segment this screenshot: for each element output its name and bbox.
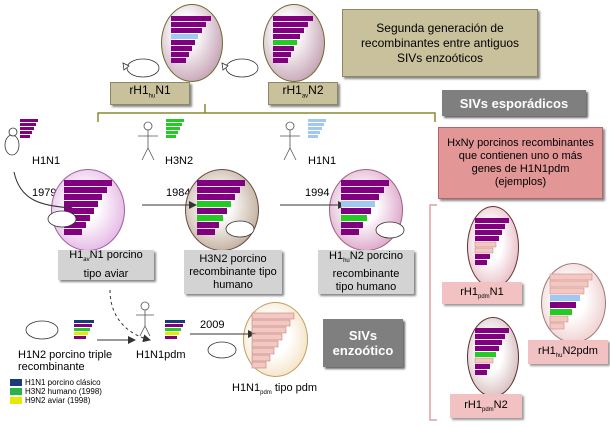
- bars-h3n2: [197, 180, 245, 235]
- sporadic-title: SIVs esporádicos: [442, 90, 586, 116]
- label-rh1hun1: rH1huN1: [110, 82, 190, 105]
- bars-h1avn1: [64, 180, 112, 235]
- pig-icon: [25, 58, 405, 359]
- label-h1hun2: H1huN2 porcino recombinante tipo humano: [318, 250, 414, 294]
- legend-swatch: [10, 379, 22, 386]
- bars-rh1hun2pdm: [549, 273, 593, 330]
- title-text: Segunda generación de recombinantes entr…: [360, 20, 520, 65]
- title-box: Segunda generación de recombinantes entr…: [342, 9, 538, 77]
- legend-swatch: [10, 388, 22, 395]
- label-rh1hun2pdm: rH1huN2pdm: [528, 340, 608, 364]
- bars-h1hun2: [341, 180, 389, 235]
- year-1979: 1979: [32, 187, 57, 199]
- label-rh1pdmn2: rH1pdmN2: [450, 394, 522, 418]
- legend-swatch: [10, 397, 22, 404]
- host-h1n1-left: H1N1: [32, 155, 61, 167]
- stack-h3n2: [166, 119, 184, 138]
- bird-icon: [4, 127, 20, 156]
- stack-h1n1-right: [308, 119, 326, 138]
- hxny-box: HxNy porcinos recombinantes que contiene…: [438, 127, 603, 199]
- bars-rh1hun1: [171, 16, 211, 63]
- label-rh1avn2: rH1avN2: [268, 82, 338, 105]
- arrow-dashed: [109, 289, 151, 343]
- legend-item: H3N2 humano (1998): [10, 387, 102, 396]
- bars-rh1avn2: [273, 16, 313, 63]
- h1n1pdm-tipo-label: H1N1pdm tipo pdm: [232, 382, 318, 397]
- host-h3n2: H3N2: [165, 155, 194, 167]
- legend-item: H9N2 aviar (1998): [10, 396, 102, 405]
- label-h3n2: H3N2 porcino recombinante tipo humano: [184, 250, 282, 294]
- year-2009: 2009: [200, 319, 225, 331]
- year-1994: 1994: [305, 187, 330, 199]
- bars-rh1pdmn2: [474, 328, 509, 375]
- label-h1avn1: H1avN1 porcino tipo aviar: [58, 249, 154, 280]
- year-1984: 1984: [166, 187, 191, 199]
- stack-h1n1-left: [20, 119, 38, 138]
- bars-rh1pdmn1: [474, 218, 509, 265]
- host-h1n1-right: H1N1: [308, 155, 337, 167]
- legend-item: H1N1 porcino clásico: [10, 378, 102, 387]
- triple-label: H1N2 porcino triple recombinante: [18, 349, 113, 373]
- h1n1pdm-label: H1N1pdm: [136, 349, 186, 361]
- arrow-1979: [13, 171, 73, 212]
- right-bracket: [429, 204, 437, 421]
- stack-triple: [74, 320, 94, 339]
- enzootic-title: SIVs enzoótico: [323, 319, 403, 367]
- top-bracket: [97, 104, 436, 122]
- human-icon: [136, 121, 300, 337]
- legend: H1N1 porcino clásico H3N2 humano (1998) …: [10, 378, 102, 405]
- stack-h1n1pdm: [165, 320, 185, 339]
- label-rh1pdmn1: rH1pdmN1: [442, 282, 522, 304]
- bars-h1n1pdm: [251, 312, 295, 369]
